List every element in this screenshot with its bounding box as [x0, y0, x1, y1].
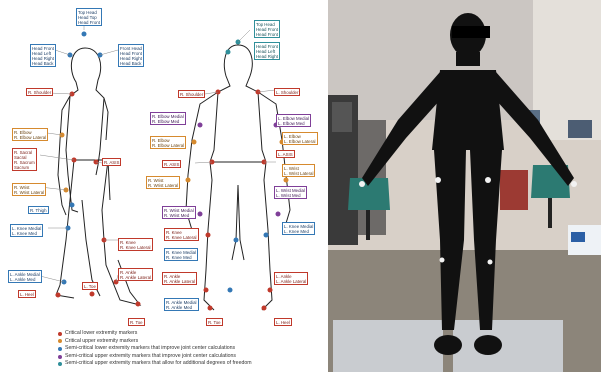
marker-dot [264, 233, 269, 238]
marker-label-f-top-head: Top Head Head Front Head Front [254, 20, 280, 38]
legend-item: Critical lower extremity markers [58, 330, 318, 338]
legend-text: Semi-critical upper extremity markers th… [65, 360, 252, 368]
legend-dot-icon [58, 339, 62, 343]
legend-dot-icon [58, 355, 62, 359]
marker-dot [186, 178, 191, 183]
marker-label-f-r-knee: R. Knee R. Knee Lateral [164, 228, 199, 241]
legend-text: Semi-critical lower extremity markers th… [65, 345, 235, 353]
marker-label-f-r-shoulder: R. Shoulder [178, 90, 205, 98]
legend-dot-icon [58, 347, 62, 351]
marker-label-f-l-asis: L. ASIS [276, 150, 295, 158]
marker-label-f-l-wrist: L. Wrist L. Wrist Lateral [282, 164, 315, 177]
marker-label-l-heel: L. Heel [18, 290, 36, 298]
marker-label-f-head-side: Head Front Head Left Head Right [254, 42, 280, 60]
marker-dot [228, 288, 233, 293]
marker-label-f-r-asis: R. ASIS [162, 160, 181, 168]
marker-dot [226, 50, 231, 55]
marker-label-r-thigh: R. Thigh [28, 206, 49, 214]
marker-label-f-r-wrist: R. Wrist R. Wrist Lateral [146, 176, 180, 189]
marker-label-f-l-wrist-med: L. Wrist Medial L. Wrist Med [274, 186, 307, 199]
marker-label-f-l-elbow: L. Elbow L. Elbow Lateral [282, 132, 318, 145]
marker-dot [208, 306, 213, 311]
marker-label-f-l-shoulder: L. Shoulder [274, 88, 300, 96]
marker-label-sacral: R. Sacral Sacral R. Sacrum Sacrum [12, 148, 37, 171]
legend-text: Critical upper extremity markers [65, 338, 138, 346]
marker-dot [136, 302, 141, 307]
legend-dot-icon [58, 362, 62, 366]
marker-label-r-wrist: R. Wrist R. Wrist Lateral [12, 183, 46, 196]
marker-dot [192, 140, 197, 145]
marker-label-f-l-elbow-med: L. Elbow Medial L. Elbow Med [276, 114, 311, 127]
marker-label-f-l-knee: L. Knee Medial L. Knee Med [282, 222, 315, 235]
marker-dot [82, 32, 87, 37]
legend-item: Critical upper extremity markers [58, 338, 318, 346]
marker-dot [56, 293, 61, 298]
marker-dot [198, 212, 203, 217]
legend-dot-icon [58, 332, 62, 336]
marker-label-f-l-ankle: L. Ankle L. Ankle Lateral [274, 272, 308, 285]
marker-label-l-knee: L. Knee Medial L. Knee Med [10, 224, 43, 237]
legend-item: Semi-critical upper extremity markers th… [58, 360, 318, 368]
marker-dot [284, 178, 289, 183]
marker-label-f-r-toe: R. Toe [206, 318, 223, 326]
legend-item: Semi-critical lower extremity markers th… [58, 345, 318, 353]
marker-label-top-head: Top Head Head Top Head Front [76, 8, 102, 26]
marker-label-r-asis: R. ASIS [102, 158, 121, 166]
marker-dot [262, 306, 267, 311]
marker-dot [234, 238, 239, 243]
marker-label-f-l-heel: L. Heel [274, 318, 292, 326]
marker-label-f-r-wrist-med: R. Wrist Medial R. Wrist Med [162, 206, 196, 219]
legend-item: Semi-critical upper extremity markers th… [58, 353, 318, 361]
marker-label-f-r-elbow-med: R. Elbow Medial R. Elbow Med [150, 112, 186, 125]
marker-label-r-elbow: R. Elbow R. Elbow Lateral [12, 128, 48, 141]
marker-dot [206, 233, 211, 238]
marker-label-f-r-ankle-med: R. Ankle Medial R. Ankle Med [164, 298, 199, 311]
marker-label-f-r-ankle: R. Ankle R. Ankle Lateral [162, 272, 197, 285]
marker-label-r-shoulder: R. Shoulder [26, 88, 53, 96]
marker-label-l-head-front: Head Front Head Left Head Right Head Bac… [30, 44, 56, 67]
legend-text: Critical lower extremity markers [65, 330, 137, 338]
motion-capture-photo [328, 0, 601, 372]
marker-label-l-toe: L. Toe [82, 282, 98, 290]
marker-dot [90, 292, 95, 297]
marker-dot [276, 212, 281, 217]
marker-dot [268, 288, 273, 293]
subject-photo [328, 0, 601, 372]
marker-label-f-r-elbow: R. Elbow R. Elbow Lateral [150, 136, 186, 149]
marker-dot [70, 203, 75, 208]
legend-text: Semi-critical upper extremity markers th… [65, 353, 236, 361]
marker-dot [198, 123, 203, 128]
marker-label-l-ankle: L. Ankle Medial L. Ankle Med [8, 270, 42, 283]
marker-label-r-toe: R. Toe [128, 318, 145, 326]
marker-label-r-ankle: R. Ankle R. Ankle Lateral [118, 268, 153, 281]
marker-label-f-r-knee-med: R. Knee Medial R. Knee Med [164, 248, 198, 261]
marker-label-r-knee: R. Knee R. Knee Lateral [118, 238, 153, 251]
marker-dot [204, 288, 209, 293]
marker-label-r-head-front: Front Head Head Front Head Right Head Ba… [118, 44, 144, 67]
